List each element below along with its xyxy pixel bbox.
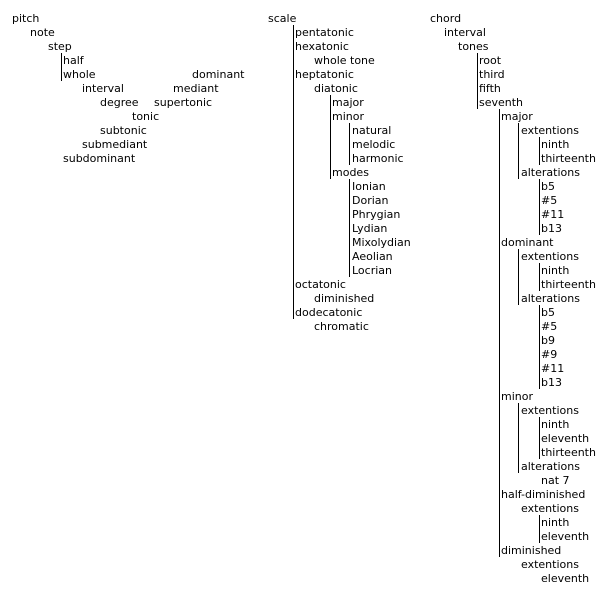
- node-major-s11: #11: [541, 208, 565, 221]
- node-interval: interval: [82, 82, 124, 95]
- branch-line-minor-chord: [518, 403, 519, 473]
- branch-line-modes: [349, 179, 350, 277]
- node-scale: scale: [268, 12, 297, 25]
- node-pentatonic: pentatonic: [295, 26, 354, 39]
- branch-line-diatonic: [330, 95, 331, 179]
- node-major-b5: b5: [541, 180, 555, 193]
- node-major-alterations: alterations: [521, 166, 580, 179]
- node-dominant-ninth: ninth: [541, 264, 570, 277]
- node-minor-eleventh: eleventh: [541, 432, 590, 445]
- node-hexatonic: hexatonic: [295, 40, 349, 53]
- node-melodic: melodic: [352, 138, 396, 151]
- node-dominant: dominant: [192, 68, 245, 81]
- branch-line-seventh: [499, 109, 500, 557]
- node-interval: interval: [444, 26, 486, 39]
- node-minor-extentions: extentions: [521, 404, 579, 417]
- node-seventh: seventh: [479, 96, 524, 109]
- node-mediant: mediant: [173, 82, 219, 95]
- node-dodecatonic: dodecatonic: [295, 306, 363, 319]
- branch-line-scale: [293, 25, 294, 319]
- node-aeolian: Aeolian: [352, 250, 393, 263]
- node-major: major: [332, 96, 364, 109]
- node-half-diminished-ninth: ninth: [541, 516, 570, 529]
- node-note: note: [30, 26, 55, 39]
- node-tonic: tonic: [132, 110, 160, 123]
- branch-line-tones: [477, 53, 478, 109]
- node-pitch: pitch: [12, 12, 40, 25]
- node-major-s5: #5: [541, 194, 558, 207]
- node-dominant-extentions: extentions: [521, 250, 579, 263]
- node-modes: modes: [332, 166, 369, 179]
- node-dominant-b9: b9: [541, 334, 555, 347]
- node-half: half: [63, 54, 84, 67]
- node-supertonic: supertonic: [154, 96, 213, 109]
- node-major-b13: b13: [541, 222, 562, 235]
- node-tones: tones: [458, 40, 489, 53]
- node-major: major: [501, 110, 533, 123]
- branch-line-major-extentions: [539, 137, 540, 165]
- branch-line-major: [518, 123, 519, 179]
- node-dominant-s11: #11: [541, 362, 565, 375]
- node-dominant-alterations: alterations: [521, 292, 580, 305]
- node-half-diminished-extentions: extentions: [521, 502, 579, 515]
- node-diminished-extentions: extentions: [521, 558, 579, 571]
- node-diminished: diminished: [314, 292, 375, 305]
- node-dominant: dominant: [501, 236, 554, 249]
- node-diminished-chord: diminished: [501, 544, 562, 557]
- node-diatonic: diatonic: [314, 82, 358, 95]
- node-dominant-s9: #9: [541, 348, 558, 361]
- node-half-diminished-eleventh: eleventh: [541, 530, 590, 543]
- node-step: step: [48, 40, 72, 53]
- node-root: root: [479, 54, 502, 67]
- node-minor: minor: [501, 390, 533, 403]
- node-dominant-b13: b13: [541, 376, 562, 389]
- node-minor-nat7: nat 7: [541, 474, 570, 487]
- node-dominant-s5: #5: [541, 320, 558, 333]
- node-major-thirteenth: thirteenth: [541, 152, 596, 165]
- node-harmonic: harmonic: [352, 152, 404, 165]
- node-octatonic: octatonic: [295, 278, 346, 291]
- node-subdominant: subdominant: [63, 152, 136, 165]
- node-locrian: Locrian: [352, 264, 393, 277]
- branch-line-step: [61, 53, 62, 81]
- branch-line-half-diminished-extentions: [539, 515, 540, 543]
- branch-line-minor: [349, 123, 350, 165]
- node-dominant-b5: b5: [541, 306, 555, 319]
- node-heptatonic: heptatonic: [295, 68, 354, 81]
- node-whole: whole: [63, 68, 96, 81]
- branch-line-dominant: [518, 249, 519, 305]
- node-natural: natural: [352, 124, 392, 137]
- node-minor-thirteenth: thirteenth: [541, 446, 596, 459]
- branch-line-dominant-extentions: [539, 263, 540, 291]
- node-phrygian: Phrygian: [352, 208, 401, 221]
- node-submediant: submediant: [82, 138, 148, 151]
- node-major-ninth: ninth: [541, 138, 570, 151]
- node-subtonic: subtonic: [100, 124, 147, 137]
- node-chromatic: chromatic: [314, 320, 369, 333]
- node-half-diminished: half-diminished: [501, 488, 586, 501]
- node-chord: chord: [430, 12, 462, 25]
- node-dorian: Dorian: [352, 194, 389, 207]
- node-minor-alterations: alterations: [521, 460, 580, 473]
- node-ionian: Ionian: [352, 180, 386, 193]
- node-lydian: Lydian: [352, 222, 388, 235]
- branch-line-major-alterations: [539, 179, 540, 235]
- node-fifth: fifth: [479, 82, 501, 95]
- node-degree: degree: [100, 96, 139, 109]
- node-major-extentions: extentions: [521, 124, 579, 137]
- node-minor: minor: [332, 110, 364, 123]
- node-dominant-thirteenth: thirteenth: [541, 278, 596, 291]
- node-whole-tone: whole tone: [314, 54, 375, 67]
- node-diminished-eleventh: eleventh: [541, 572, 590, 585]
- node-mixolydian: Mixolydian: [352, 236, 411, 249]
- node-third: third: [479, 68, 505, 81]
- branch-line-dominant-alterations: [539, 305, 540, 389]
- node-minor-ninth: ninth: [541, 418, 570, 431]
- branch-line-minor-extentions: [539, 417, 540, 459]
